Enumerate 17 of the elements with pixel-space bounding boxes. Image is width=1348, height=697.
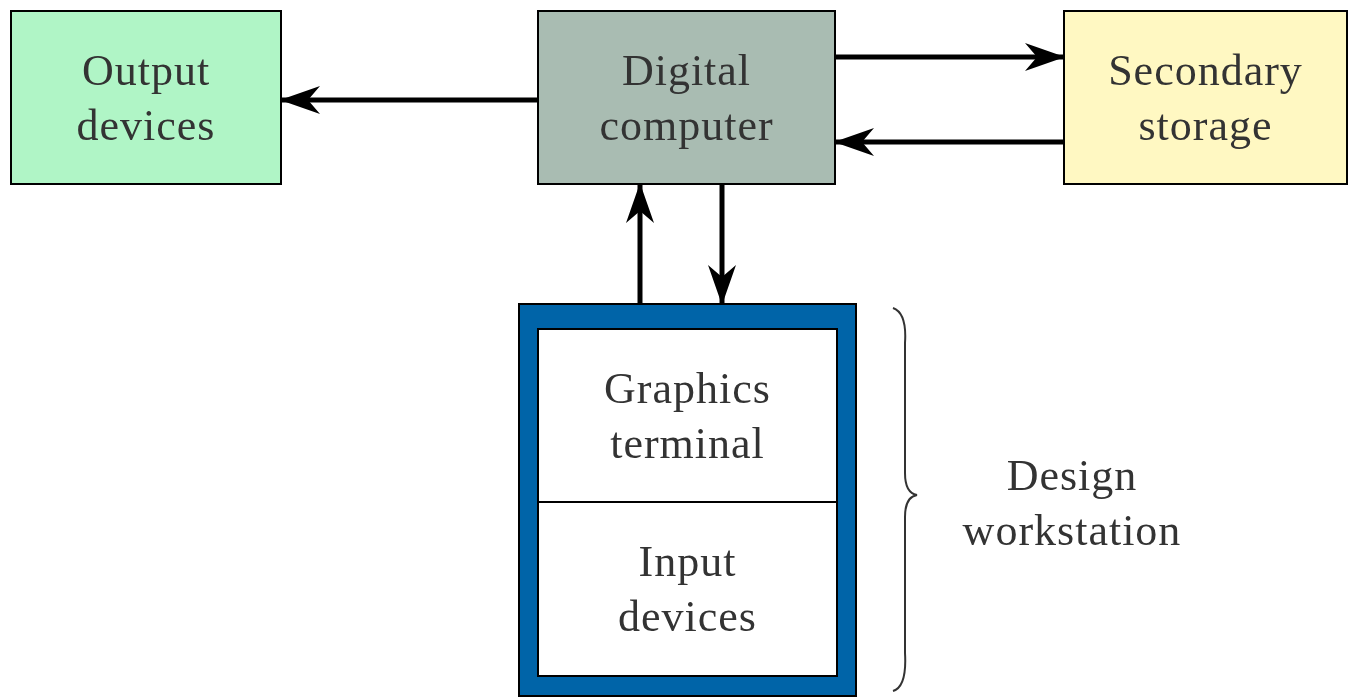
box-label: Input devices: [617, 536, 758, 643]
arrow: [280, 86, 537, 114]
box-label: Secondary storage: [1107, 44, 1304, 152]
process-box: [10, 10, 282, 185]
arrow: [626, 183, 654, 303]
process-box: [537, 10, 836, 185]
box-label: Digital computer: [598, 44, 775, 152]
arrow: [836, 43, 1065, 71]
arrow: [834, 128, 1063, 156]
arrow: [708, 185, 736, 305]
process-box: [537, 328, 838, 503]
side-label: Design workstation: [961, 450, 1183, 557]
box-label: Output devices: [75, 44, 217, 152]
process-box: [537, 501, 838, 677]
process-box: [1063, 10, 1348, 185]
box-label: Graphics terminal: [603, 362, 772, 470]
workstation-frame: [518, 303, 857, 697]
